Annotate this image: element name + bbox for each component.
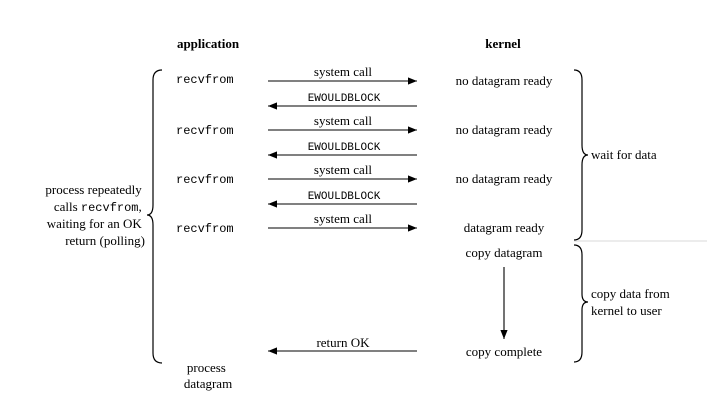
- row3-kernel-status: no datagram ready: [456, 171, 553, 186]
- row1-app-recvfrom: recvfrom: [176, 73, 234, 87]
- row4-app-recvfrom: recvfrom: [176, 222, 234, 236]
- row4-system-call-label: system call: [314, 211, 373, 226]
- row3-app-recvfrom: recvfrom: [176, 173, 234, 187]
- process-datagram-label: process datagram: [184, 360, 232, 391]
- left-note-line2-suffix: ,: [139, 199, 142, 214]
- row3-system-call-label: system call: [314, 162, 373, 177]
- copy-data-line2: kernel to user: [591, 303, 662, 318]
- row1-ewouldblock-label: EWOULDBLOCK: [308, 93, 381, 105]
- row2-system-call-label: system call: [314, 113, 373, 128]
- left-note-line2-code: recvfrom: [81, 201, 139, 215]
- left-note-line2-prefix: calls: [54, 199, 81, 214]
- wait-for-data-label: wait for data: [591, 147, 657, 162]
- copy-complete-label: copy complete: [466, 344, 542, 359]
- row4-kernel-status: datagram ready: [464, 220, 545, 235]
- wait-brace: [573, 69, 589, 241]
- left-note-line2: calls recvfrom,: [54, 199, 142, 215]
- return-ok-label: return OK: [316, 335, 370, 350]
- row2-kernel-status: no datagram ready: [456, 122, 553, 137]
- process-datagram-line1: process: [187, 360, 226, 375]
- copy-datagram-label: copy datagram: [466, 245, 543, 260]
- row1-system-call-label: system call: [314, 64, 373, 79]
- left-brace: [146, 69, 163, 364]
- copy-brace: [573, 244, 589, 363]
- row3-ewouldblock-label: EWOULDBLOCK: [308, 191, 381, 203]
- row1-kernel-status: no datagram ready: [456, 73, 553, 88]
- left-note-line1: process repeatedly: [45, 182, 142, 197]
- row2-ewouldblock-label: EWOULDBLOCK: [308, 142, 381, 154]
- left-note-line4: return (polling): [65, 233, 145, 248]
- copy-data-label: copy data from kernel to user: [591, 286, 673, 318]
- left-note: process repeatedly calls recvfrom, waiti…: [45, 182, 145, 248]
- header-kernel: kernel: [485, 36, 521, 51]
- copy-data-line1: copy data from: [591, 286, 670, 301]
- header-application: application: [177, 36, 240, 51]
- left-note-line3: waiting for an OK: [47, 216, 143, 231]
- process-datagram-line2: datagram: [184, 376, 232, 391]
- row2-app-recvfrom: recvfrom: [176, 124, 234, 138]
